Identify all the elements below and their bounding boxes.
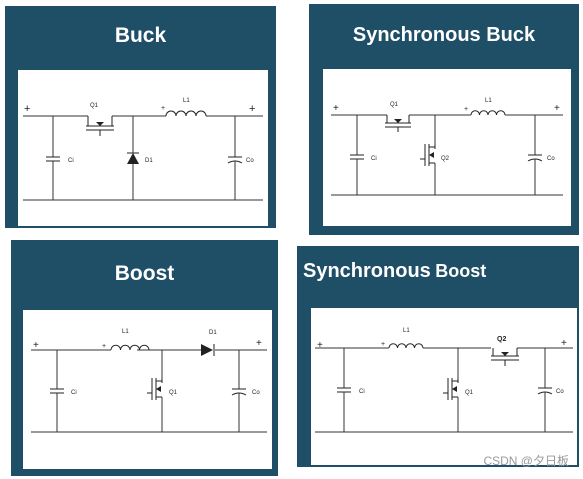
boost-schematic: + + + L1 D1 (31, 329, 267, 433)
sync-boost-l1-plus: + (381, 341, 385, 348)
sync-buck-l1-plus: + (464, 106, 468, 113)
watermark: CSDN @夕日板 (483, 454, 569, 468)
buck-l1-plus: + (161, 105, 165, 112)
sync-buck-ci-label: Ci (371, 156, 377, 162)
sync-boost-title-part1: Synchronous (303, 260, 431, 282)
sync-buck-panel: Synchronous Buck + + Q1 + (309, 4, 579, 235)
sync-boost-panel: Synchronous Boost + + + L1 (297, 246, 579, 467)
buck-l1-inductor (165, 110, 207, 117)
boost-title: Boost (114, 262, 175, 285)
boost-panel: Boost + + + L1 D1 (11, 240, 278, 476)
sync-buck-q1-label: Q1 (390, 102, 399, 108)
buck-input-plus: + (24, 103, 30, 115)
buck-q1-mosfet (86, 116, 114, 136)
sync-buck-q1-mosfet (385, 115, 411, 132)
sync-boost-q1-mosfet (443, 348, 459, 432)
buck-schematic: + + Q1 + L1 (23, 98, 263, 201)
boost-diagram: + + + L1 D1 (23, 310, 272, 469)
boost-output-plus: + (256, 338, 262, 349)
sync-boost-co-capacitor (537, 348, 553, 432)
sync-buck-co-label: Co (547, 156, 555, 162)
sync-boost-l1-inductor (388, 343, 424, 349)
buck-panel: Buck + + Q1 + (5, 6, 276, 228)
boost-q1-label: Q1 (169, 390, 178, 396)
sync-buck-input-plus: + (333, 103, 339, 114)
boost-l1-plus: + (102, 343, 106, 350)
buck-ci-label: Ci (68, 158, 74, 164)
sync-boost-title-part2: Boost (435, 261, 487, 281)
sync-boost-ci-label: Ci (359, 389, 365, 395)
sync-buck-q2-label: Q2 (441, 156, 450, 162)
sync-boost-schematic: + + + L1 Q2 (315, 328, 573, 433)
buck-title: Buck (114, 24, 167, 47)
sync-buck-title: Synchronous Buck (352, 24, 536, 46)
sync-buck-output-plus: + (554, 103, 560, 114)
sync-buck-co-capacitor (527, 115, 543, 195)
sync-boost-output-plus: + (561, 338, 567, 349)
boost-d1-label: D1 (209, 330, 217, 336)
buck-output-plus: + (249, 103, 255, 115)
boost-input-plus: + (33, 340, 39, 351)
sync-boost-q1-label: Q1 (465, 390, 474, 396)
sync-boost-diagram: + + + L1 Q2 (311, 308, 577, 465)
boost-q1-mosfet (147, 350, 163, 432)
sync-boost-co-label: Co (556, 389, 564, 395)
sync-boost-q2-mosfet (491, 348, 519, 366)
sync-buck-diagram: + + Q1 + L1 (323, 69, 571, 226)
sync-buck-ci-capacitor (350, 115, 364, 195)
boost-ci-label: Ci (71, 390, 77, 396)
sync-boost-input-plus: + (317, 340, 323, 351)
sync-buck-q2-mosfet (420, 115, 436, 195)
boost-ci-capacitor (50, 350, 64, 432)
sync-boost-ci-capacitor (337, 348, 351, 432)
boost-l1-label: L1 (122, 329, 129, 335)
boost-co-capacitor (231, 350, 247, 432)
boost-co-label: Co (252, 390, 260, 396)
boost-d1-diode (201, 344, 215, 356)
sync-buck-l1-label: L1 (485, 98, 492, 104)
buck-d1-diode (127, 116, 139, 200)
buck-co-capacitor (227, 116, 243, 200)
sync-boost-q2-label: Q2 (497, 336, 506, 343)
buck-co-label: Co (246, 158, 254, 164)
sync-boost-title: Synchronous Boost (303, 260, 579, 283)
buck-l1-label: L1 (183, 98, 190, 104)
buck-diagram: + + Q1 + L1 (18, 70, 268, 226)
boost-l1-inductor (110, 344, 150, 351)
sync-buck-schematic: + + Q1 + L1 (331, 98, 563, 196)
sync-buck-l1-inductor (470, 110, 506, 116)
buck-q1-label: Q1 (90, 103, 99, 109)
buck-ci-capacitor (46, 116, 60, 200)
buck-d1-label: D1 (145, 158, 153, 164)
sync-boost-l1-label: L1 (403, 328, 410, 334)
